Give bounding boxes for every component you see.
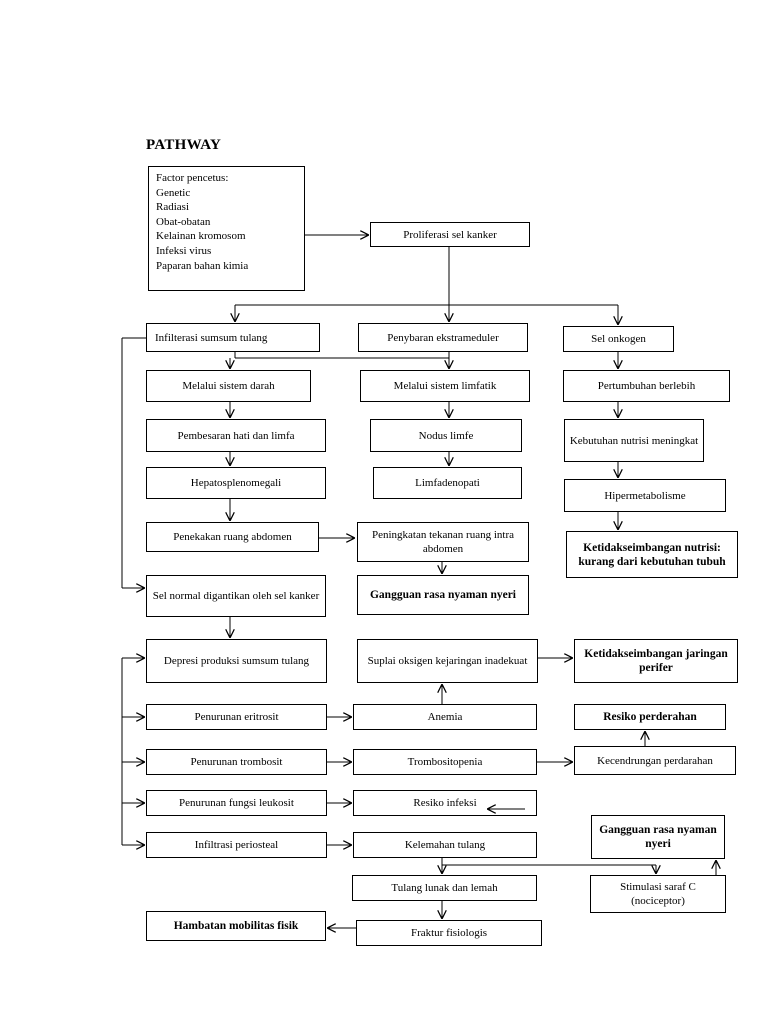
node-anemia: Anemia [353, 704, 537, 730]
node-resiko-infeksi: Resiko infeksi [353, 790, 537, 816]
node-peningkatan: Peningkatan tekanan ruang intra abdomen [357, 522, 529, 562]
node-kecendrungan: Kecendrungan perdarahan [574, 746, 736, 775]
node-gangguan-nyeri-1: Gangguan rasa nyaman nyeri [357, 575, 529, 615]
factor-heading: Factor pencetus: [156, 172, 229, 184]
node-gangguan-nyeri-2: Gangguan rasa nyaman nyeri [591, 815, 725, 859]
node-ketidakseimbangan-nutrisi: Ketidakseimbangan nutrisi: kurang dari k… [566, 531, 738, 578]
node-hepato: Hepatosplenomegali [146, 467, 326, 499]
node-pembesaran: Pembesaran hati dan limfa [146, 419, 326, 452]
factor-item: Infeksi virus [156, 244, 212, 257]
node-sistem-limfatik: Melalui sistem limfatik [360, 370, 530, 402]
node-proliferasi: Proliferasi sel kanker [370, 222, 530, 247]
factor-item: Genetic [156, 186, 191, 199]
factor-item: Paparan bahan kimia [156, 259, 249, 272]
node-tulang-lunak: Tulang lunak dan lemah [352, 875, 537, 901]
node-hipermetabolisme: Hipermetabolisme [564, 479, 726, 512]
node-onkogen: Sel onkogen [563, 326, 674, 352]
node-suplai: Suplai oksigen kejaringan inadekuat [357, 639, 538, 683]
node-resiko-perdarahan: Resiko perderahan [574, 704, 726, 730]
node-leukosit: Penurunan fungsi leukosit [146, 790, 327, 816]
node-pertumbuhan: Pertumbuhan berlebih [563, 370, 730, 402]
node-sel-normal: Sel normal digantikan oleh sel kanker [146, 575, 326, 617]
node-ketidakseimbangan-perifer: Ketidakseimbangan jaringan perifer [574, 639, 738, 683]
factor-pencetus-box: Factor pencetus: Genetic Radiasi Obat-ob… [148, 166, 305, 291]
node-stimulasi: Stimulasi saraf C (nociceptor) [590, 875, 726, 913]
page-title: PATHWAY [146, 137, 222, 153]
node-penyebaran: Penybaran ekstrameduler [358, 323, 528, 352]
node-kebutuhan: Kebutuhan nutrisi meningkat [564, 419, 704, 462]
node-limfadenopati: Limfadenopati [373, 467, 522, 499]
node-infilterasi: Infilterasi sumsum tulang [146, 323, 320, 352]
node-trombositopenia: Trombositopenia [353, 749, 537, 775]
node-kelemahan: Kelemahan tulang [353, 832, 537, 858]
node-periosteal: Infiltrasi periosteal [146, 832, 327, 858]
node-hambatan: Hambatan mobilitas fisik [146, 911, 326, 941]
node-nodus: Nodus limfe [370, 419, 522, 452]
node-sistem-darah: Melalui sistem darah [146, 370, 311, 402]
factor-item: Radiasi [156, 201, 189, 214]
node-penekakan: Penekakan ruang abdomen [146, 522, 319, 552]
factor-item: Obat-obatan [156, 215, 211, 228]
factor-item: Kelainan kromosom [156, 230, 246, 243]
node-eritrosit: Penurunan eritrosit [146, 704, 327, 730]
node-depresi: Depresi produksi sumsum tulang [146, 639, 327, 683]
node-fraktur: Fraktur fisiologis [356, 920, 542, 946]
node-trombosit: Penurunan trombosit [146, 749, 327, 775]
